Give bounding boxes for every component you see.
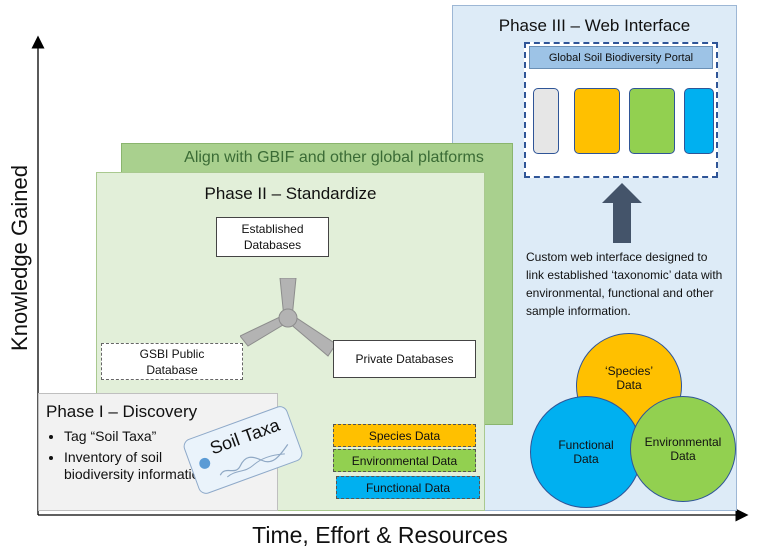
tag-scribble-icon [219, 444, 289, 478]
portal-tile [574, 88, 620, 154]
portal-tile [629, 88, 675, 154]
gsbi-database-label: GSBI Public Database [139, 346, 205, 377]
functional-data-circle: Functional Data [530, 396, 642, 508]
species-data-box: Species Data [333, 424, 476, 447]
portal-title: Global Soil Biodiversity Portal [548, 51, 694, 64]
species-data-label: Species Data [368, 428, 441, 443]
phase2-title: Phase II – Standardize [204, 184, 377, 203]
phase1-bullet: Inventory of soil biodiversity informati… [64, 449, 214, 483]
phase3-title: Phase III – Web Interface [498, 16, 691, 35]
functional-data-label: Functional Data [365, 480, 451, 495]
environmental-circle-label: Environmental Data [644, 435, 722, 463]
align-banner-label: Align with GBIF and other global platfor… [184, 149, 484, 166]
phase1-bullets: Tag “Soil Taxa” Inventory of soil biodiv… [46, 428, 214, 487]
x-axis-label: Time, Effort & Resources [252, 522, 508, 548]
portal-title-bar: Global Soil Biodiversity Portal [529, 46, 713, 69]
portal-tile [533, 88, 559, 154]
functional-circle-label: Functional Data [558, 438, 614, 466]
portal-tile [684, 88, 714, 154]
environmental-data-circle: Environmental Data [630, 396, 736, 502]
phase3-description: Custom web interface designed to link es… [526, 250, 723, 318]
up-arrow-icon [602, 183, 642, 243]
gsbi-database-box: GSBI Public Database [101, 343, 243, 380]
connector-hub [240, 278, 336, 357]
species-circle-label: ‘Species’ Data [604, 364, 654, 392]
tag-hole-icon [197, 456, 212, 471]
phase1-title: Phase I – Discovery [46, 402, 198, 421]
private-databases-label: Private Databases [355, 352, 454, 366]
environmental-data-label: Environmental Data [351, 453, 458, 468]
soil-taxa-tag: Soil Taxa [181, 403, 305, 497]
established-databases-label: Established Databases [241, 222, 304, 252]
phase1-bullet: Tag “Soil Taxa” [64, 428, 214, 445]
y-axis-label: Knowledge Gained [7, 165, 32, 351]
private-databases-box: Private Databases [333, 340, 476, 378]
environmental-data-box: Environmental Data [333, 449, 476, 472]
functional-data-box: Functional Data [336, 476, 480, 499]
established-databases-box: Established Databases [216, 217, 329, 257]
connector-center [278, 308, 298, 328]
